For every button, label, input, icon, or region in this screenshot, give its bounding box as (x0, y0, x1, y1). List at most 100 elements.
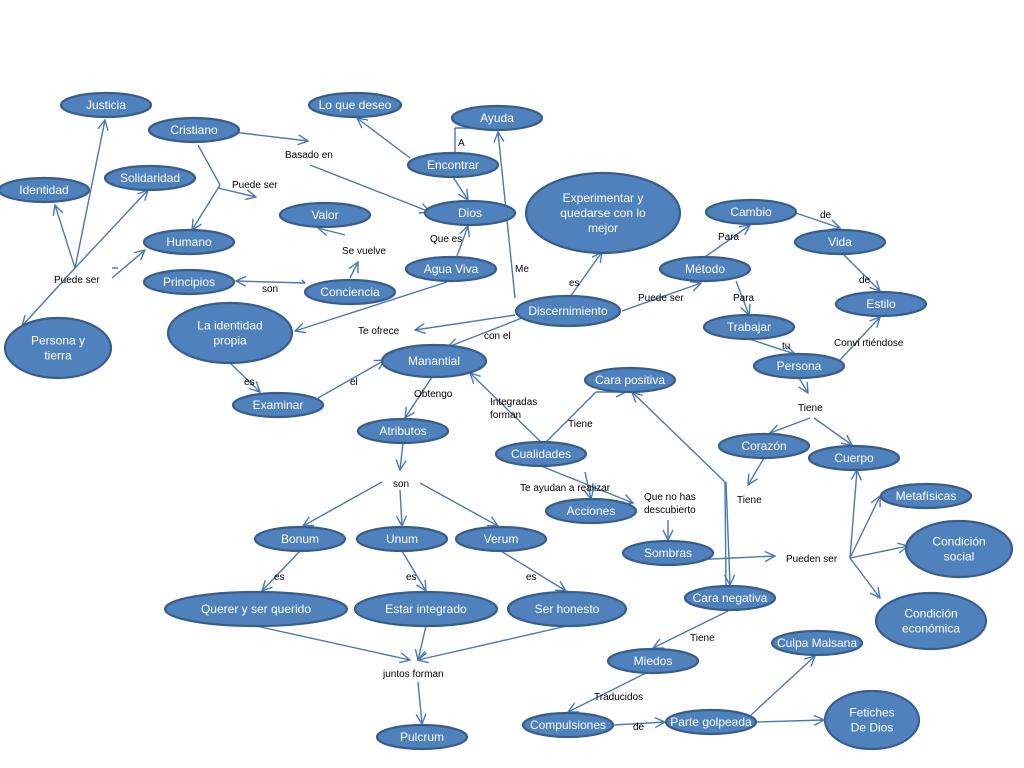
node-shape (406, 151, 500, 179)
node-label: Examinar (253, 398, 304, 412)
edge-line (415, 314, 516, 330)
edge-label-el: el (350, 377, 358, 388)
edge-line (569, 252, 602, 298)
node-label: Conciencia (320, 285, 380, 299)
node-shape (163, 590, 349, 628)
edge-line (317, 360, 385, 399)
edge-label-son-atributos: son (393, 479, 409, 490)
edge-line (232, 131, 308, 141)
edge-line (726, 481, 730, 585)
node-shape (253, 525, 347, 553)
node-shape (823, 689, 921, 751)
node-pulcrum: Pulcrum (375, 723, 469, 751)
edge-line (55, 205, 76, 269)
edge-line (724, 481, 727, 589)
edge-line (770, 417, 811, 433)
node-identidad: Identidad (0, 176, 91, 204)
node-label: Atributos (379, 424, 426, 438)
node-trabajar: Trabajar (702, 313, 796, 341)
edge-label-de-estilo: de (859, 275, 871, 286)
node-label: Unum (386, 532, 418, 546)
node-label: Fetiches (849, 706, 894, 720)
edge-line (74, 190, 148, 269)
node-persona: Persona (752, 352, 846, 380)
node-shape (423, 199, 517, 227)
edge-line (750, 656, 815, 716)
node-shape (514, 294, 622, 328)
node-label: social (944, 550, 975, 564)
node-cara-positiva: Cara positiva (583, 366, 677, 394)
node-ser-honesto: Ser honesto (506, 590, 628, 628)
node-label: Persona (777, 359, 822, 373)
edge-line (400, 489, 402, 526)
node-solidaridad: Solidaridad (103, 164, 197, 192)
edge-line (849, 557, 880, 598)
node-label: quedarse con lo (560, 206, 646, 220)
edge-line (456, 226, 468, 257)
edge-label-es-examinar: es (244, 377, 255, 388)
node-agua-viva: Agua Viva (404, 255, 498, 283)
edge-label-que-no-has: Que no has (644, 492, 696, 503)
edge-label-de-vida: de (820, 210, 832, 221)
node-cuerpo: Cuerpo (807, 444, 901, 472)
node-shape (355, 525, 449, 553)
node-shape (231, 391, 325, 419)
node-label: económica (902, 622, 960, 636)
edge-label-tiene-persona: Tiene (798, 403, 823, 414)
node-metafisicas: Metafísicas (879, 482, 973, 510)
edge-label-obtengo: Obtengo (414, 389, 453, 400)
edge-line (613, 722, 665, 725)
edge-line (849, 470, 857, 559)
node-shape (807, 444, 901, 472)
edge-label-convirtiendose: Convi rtiéndose (834, 338, 904, 349)
node-acciones: Acciones (544, 497, 638, 525)
node-ayuda: Ayuda (450, 104, 544, 132)
edge-label-es-verum: es (526, 572, 537, 583)
edge-label-tiene-corazon: Tiene (737, 495, 762, 506)
edge-label-puede-ser-top: Puede ser (232, 180, 278, 191)
node-shape (683, 584, 777, 612)
edge-label-traducidos: Traducidos (594, 692, 643, 703)
node-shape (59, 91, 153, 119)
node-label: Humano (166, 235, 212, 249)
node-valor: Valor (278, 201, 372, 229)
node-sombras: Sombras (621, 539, 715, 567)
node-label: Identidad (19, 183, 68, 197)
edge-line (309, 164, 430, 212)
edge-line (262, 550, 301, 591)
node-shape (717, 432, 811, 460)
node-label: Encontrar (427, 158, 479, 172)
node-label: La identidad (197, 319, 262, 333)
node-label: propia (213, 334, 247, 348)
edge-label-tiene-cara: Tiene (568, 419, 593, 430)
edge-line (792, 211, 840, 228)
node-shape (904, 519, 1014, 579)
node-label: Justicia (86, 98, 126, 112)
node-cualidades: Cualidades (494, 440, 588, 468)
edge-line (748, 457, 765, 485)
node-examinar: Examinar (231, 391, 325, 419)
edge-line (217, 187, 256, 197)
node-shape (307, 91, 403, 119)
edge-line (192, 184, 221, 230)
edge-line (632, 392, 726, 483)
node-principios: Principios (142, 268, 236, 296)
edge-line (448, 317, 523, 347)
node-shape (103, 164, 197, 192)
node-lo-que-deseo: Lo que deseo (307, 91, 403, 119)
node-label: Experimentar y (563, 191, 644, 205)
node-label: Manantial (408, 354, 460, 368)
edge-line (735, 280, 749, 315)
node-shape (454, 525, 548, 553)
edge-line (849, 496, 880, 559)
node-shape (404, 255, 498, 283)
node-shape (506, 590, 628, 628)
node-shape (834, 290, 928, 318)
node-label: Sombras (644, 546, 692, 560)
edge-line (813, 417, 852, 445)
node-label: Trabajar (727, 320, 771, 334)
